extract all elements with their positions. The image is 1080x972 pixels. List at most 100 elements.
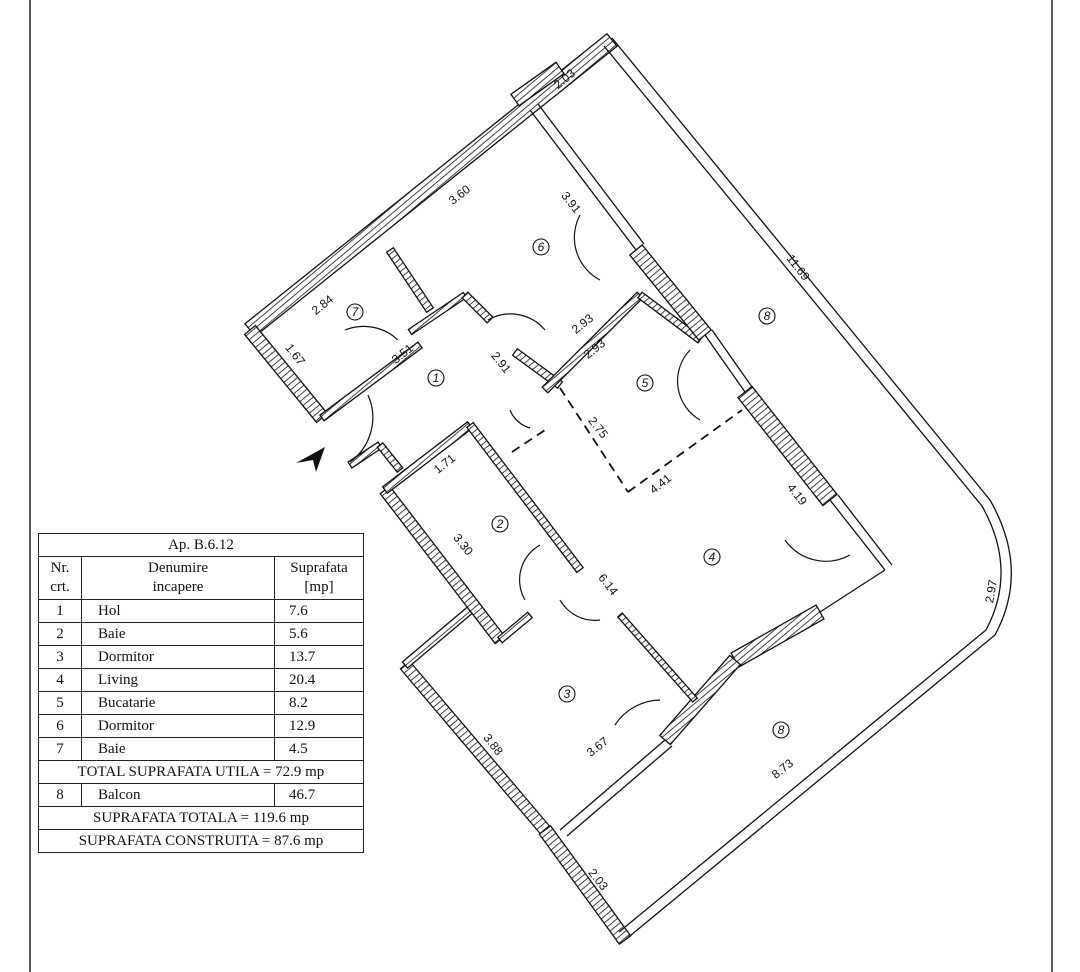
row-area: 46.7 bbox=[274, 783, 364, 807]
wall bbox=[244, 32, 618, 338]
dimension-label: 3.67 bbox=[584, 734, 611, 760]
wall bbox=[385, 246, 435, 314]
wall bbox=[541, 291, 644, 394]
row-name: Balcon bbox=[81, 783, 275, 807]
wall bbox=[730, 604, 825, 668]
room-number: 2 bbox=[496, 517, 504, 531]
row-name: Dormitor bbox=[81, 645, 275, 669]
row-area: 13.7 bbox=[274, 645, 364, 669]
row-name: Bucatarie bbox=[81, 691, 275, 715]
room-number-marker: 7 bbox=[346, 303, 364, 321]
dimension-label: 3.30 bbox=[450, 531, 476, 558]
room-number-marker: 5 bbox=[636, 374, 654, 392]
room-number: 4 bbox=[709, 550, 716, 564]
room-number: 1 bbox=[433, 371, 440, 385]
room-number: 5 bbox=[642, 376, 649, 390]
total-utila: TOTAL SUPRAFATA UTILA = 72.9 mp bbox=[38, 760, 364, 784]
row-name: Dormitor bbox=[81, 714, 275, 738]
room-number: 8 bbox=[764, 309, 771, 323]
wall bbox=[737, 385, 838, 507]
balcony-railing bbox=[611, 37, 1012, 941]
room-number: 3 bbox=[564, 687, 571, 701]
wall bbox=[496, 611, 534, 644]
room-number-marker: 4 bbox=[703, 548, 721, 566]
room-number-marker: 8 bbox=[758, 307, 776, 325]
row-area: 20.4 bbox=[274, 668, 364, 692]
walls bbox=[243, 32, 838, 946]
room-number-marker: 3 bbox=[558, 685, 576, 703]
room-number: 6 bbox=[538, 240, 545, 254]
row-nr: 7 bbox=[38, 737, 82, 761]
row-area: 12.9 bbox=[274, 714, 364, 738]
row-nr: 5 bbox=[38, 691, 82, 715]
row-nr: 8 bbox=[38, 783, 82, 807]
row-nr: 3 bbox=[38, 645, 82, 669]
wall bbox=[658, 654, 742, 746]
header-nr: Nr. crt. bbox=[38, 556, 82, 600]
wall bbox=[318, 341, 424, 422]
wall bbox=[538, 824, 632, 946]
wall bbox=[461, 291, 494, 324]
row-name: Hol bbox=[81, 599, 275, 623]
dimension-label: 3.91 bbox=[558, 189, 584, 216]
entrance-arrow-icon bbox=[296, 447, 325, 472]
dimension-label: 8.73 bbox=[769, 756, 796, 782]
dimension-label: 2.93 bbox=[581, 336, 608, 362]
wall bbox=[379, 485, 506, 645]
built-area: SUPRAFATA CONSTRUITA = 87.6 mp bbox=[38, 829, 364, 853]
windows-and-railing bbox=[529, 37, 1012, 941]
room-number-marker: 6 bbox=[532, 238, 550, 256]
total-area: SUPRAFATA TOTALA = 119.6 mp bbox=[38, 806, 364, 830]
row-name: Living bbox=[81, 668, 275, 692]
apartment-title: Ap. B.6.12 bbox=[38, 533, 364, 557]
row-name: Baie bbox=[81, 622, 275, 646]
wall bbox=[401, 606, 474, 669]
wall bbox=[243, 324, 329, 424]
dimension-label: 2.75 bbox=[585, 414, 611, 441]
wall bbox=[628, 244, 713, 341]
wall bbox=[381, 420, 474, 495]
header-area: Suprafata [mp] bbox=[274, 556, 364, 600]
wall bbox=[376, 441, 404, 474]
row-area: 5.6 bbox=[274, 622, 364, 646]
room-number-marker: 2 bbox=[491, 515, 509, 533]
wall bbox=[399, 660, 551, 835]
wall bbox=[616, 612, 699, 703]
dimension-label: 2.93 bbox=[569, 311, 596, 337]
room-number: 7 bbox=[352, 305, 360, 319]
row-nr: 2 bbox=[38, 622, 82, 646]
dimension-label: 4.41 bbox=[647, 471, 674, 497]
table-row: 8 Balcon 46.7 bbox=[38, 783, 364, 807]
room-number: 8 bbox=[778, 723, 785, 737]
header-name: Denumire incapere bbox=[81, 556, 275, 600]
dashed-lines bbox=[511, 387, 743, 493]
row-nr: 6 bbox=[38, 714, 82, 738]
room-number-marker: 1 bbox=[427, 369, 445, 387]
row-nr: 1 bbox=[38, 599, 82, 623]
row-area: 8.2 bbox=[274, 691, 364, 715]
room-number-marker: 8 bbox=[772, 721, 790, 739]
wall bbox=[511, 347, 564, 390]
row-area: 7.6 bbox=[274, 599, 364, 623]
row-nr: 4 bbox=[38, 668, 82, 692]
dimension-label: 3.60 bbox=[446, 182, 473, 208]
row-area: 4.5 bbox=[274, 737, 364, 761]
wall bbox=[407, 291, 468, 336]
dimension-label: 6.14 bbox=[595, 571, 621, 598]
dimension-label: 2.91 bbox=[488, 349, 514, 376]
wall bbox=[510, 61, 565, 107]
door-swings bbox=[344, 214, 851, 726]
wall bbox=[465, 421, 585, 574]
wall bbox=[347, 441, 383, 469]
dimension-label: 2.84 bbox=[309, 292, 336, 318]
balcony-railing-inner bbox=[603, 45, 1002, 933]
area-table: Ap. B.6.12 Nr. crt. Denumire incapere Su… bbox=[38, 533, 364, 853]
